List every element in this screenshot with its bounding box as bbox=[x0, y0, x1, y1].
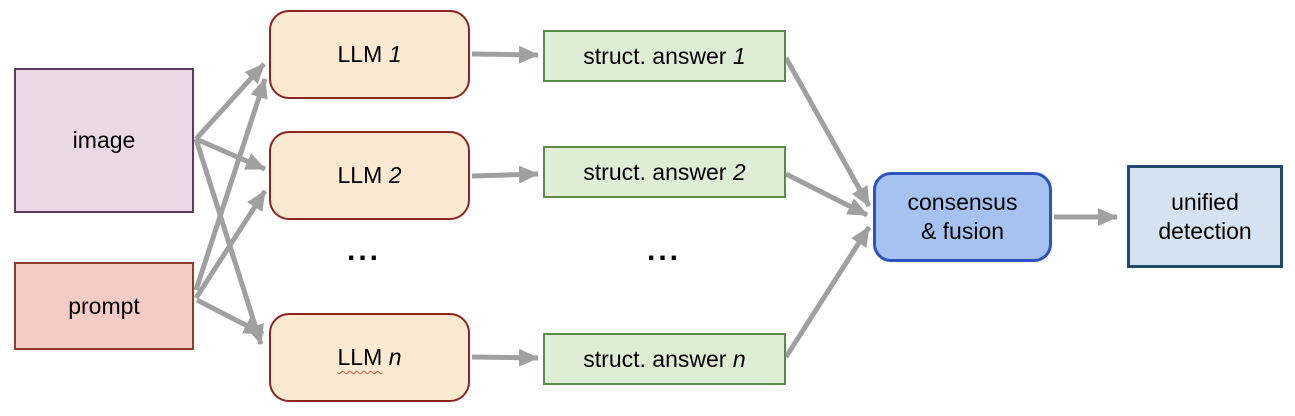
struct-answer-1-index: 1 bbox=[732, 42, 746, 69]
arrow-prompt-to-llm2 bbox=[193, 189, 268, 300]
prompt-input-node: prompt bbox=[14, 262, 194, 350]
llm-2-name: LLM bbox=[337, 162, 383, 188]
struct-answer-n-index: n bbox=[732, 345, 746, 372]
unified-detection-line1: unified bbox=[1171, 188, 1239, 215]
unified-detection-node: unified detection bbox=[1127, 165, 1283, 268]
arrow-answern-to-fusion bbox=[783, 225, 872, 359]
arrow-image-to-llm2 bbox=[195, 136, 266, 172]
arrow-prompt-to-llm1 bbox=[193, 78, 268, 291]
arrow-llmn-to-answern bbox=[471, 348, 539, 367]
arrow-llm2-to-answer2 bbox=[471, 165, 539, 184]
struct-answer-1-name: struct. answer bbox=[583, 42, 727, 69]
consensus-fusion-line1: consensus bbox=[907, 189, 1018, 215]
prompt-input-label: prompt bbox=[68, 292, 140, 319]
arrow-answer1-to-fusion bbox=[783, 56, 872, 208]
ellipsis-answer-column: ... bbox=[646, 234, 681, 267]
arrow-image-to-llmn bbox=[193, 138, 264, 345]
llm-n-name: LLM bbox=[337, 344, 383, 370]
struct-answer-n-name: struct. answer bbox=[583, 345, 727, 372]
arrow-answer2-to-fusion bbox=[784, 171, 869, 218]
image-input-label: image bbox=[72, 127, 136, 153]
llm-1-name: LLM bbox=[337, 41, 383, 67]
struct-answer-2-index: 2 bbox=[732, 158, 746, 185]
llm-2-index: 2 bbox=[388, 162, 402, 188]
unified-detection-line2: detection bbox=[1158, 217, 1252, 244]
ellipsis-llm-column: ... bbox=[346, 234, 381, 267]
arrow-llm1-to-answer1 bbox=[471, 45, 539, 64]
llm-n-index: n bbox=[388, 344, 402, 370]
consensus-fusion-node: consensus & fusion bbox=[873, 172, 1052, 262]
arrow-image-to-llm1 bbox=[194, 62, 266, 141]
arrow-prompt-to-llmn bbox=[195, 297, 265, 337]
struct-answer-2-name: struct. answer bbox=[583, 158, 727, 185]
image-input-node: image bbox=[14, 68, 194, 213]
llm-1-index: 1 bbox=[388, 41, 402, 67]
consensus-fusion-line2: & fusion bbox=[920, 218, 1005, 244]
